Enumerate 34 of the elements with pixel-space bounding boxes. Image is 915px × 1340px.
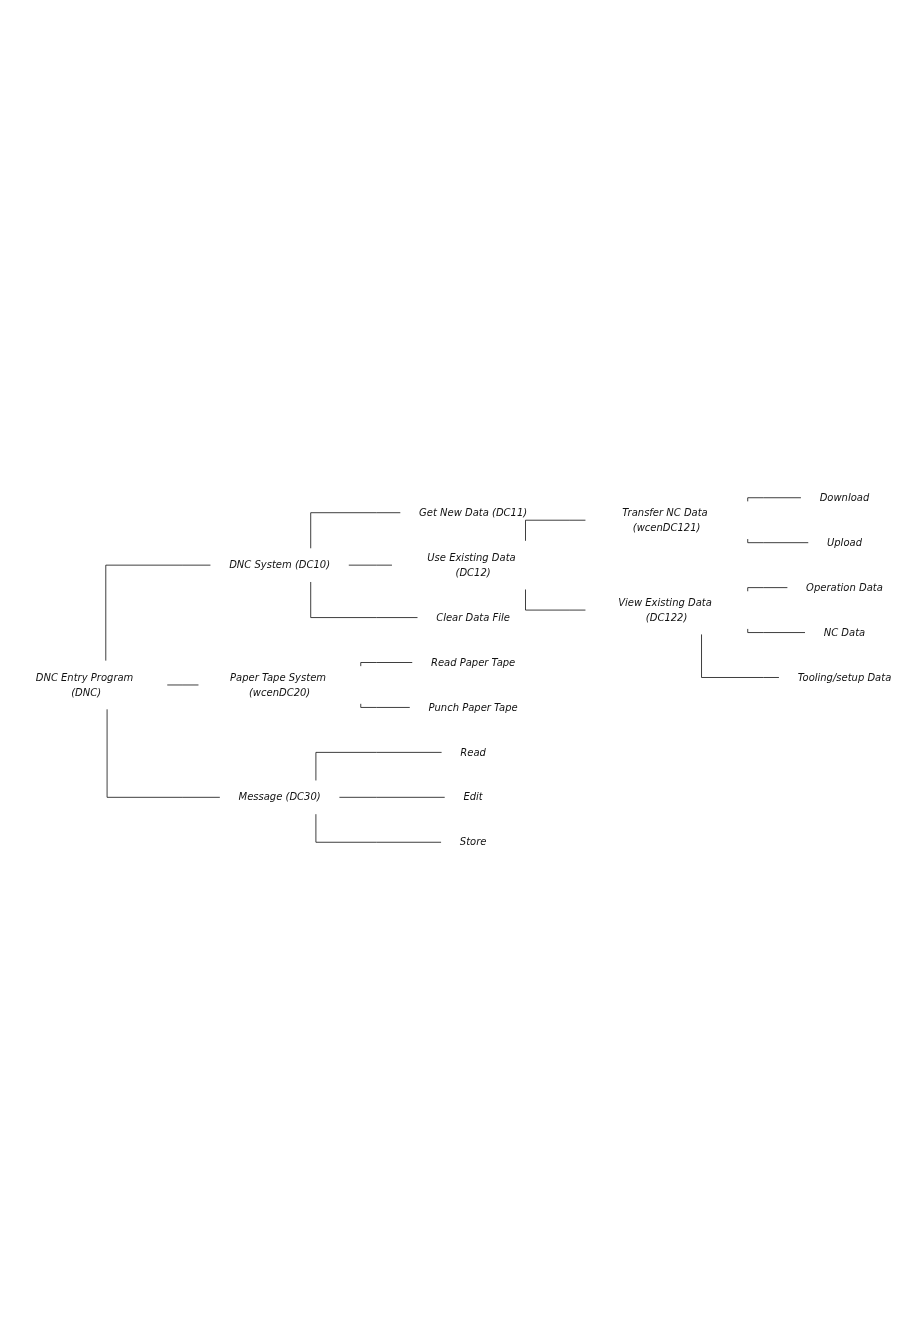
node-text: NC Data (823, 626, 866, 639)
connector (525, 589, 586, 611)
node-text: Store (459, 836, 487, 848)
connector (747, 628, 806, 633)
node-text: Message (DC30) (238, 791, 321, 803)
connector (310, 512, 401, 549)
connector (339, 796, 446, 798)
node-text: View Existing Data (DC122) (618, 596, 712, 624)
node-text: Operation Data (806, 581, 883, 594)
connector (701, 634, 780, 678)
connector (360, 662, 413, 667)
connector (360, 703, 411, 708)
node-text: Use Existing Data (DC12) (427, 551, 516, 579)
node-text: Punch Paper Tape (428, 701, 518, 714)
connector (106, 708, 221, 798)
node-text: DNC System (DC10) (229, 558, 331, 571)
node-text: Read Paper Tape (430, 656, 516, 669)
connector (747, 497, 802, 502)
connector (747, 538, 809, 544)
node-text: Tooling/setup Data (797, 671, 892, 684)
node-text: Edit (463, 791, 483, 803)
node-text: Upload (826, 536, 862, 549)
node-text: Paper Tape System (wcenDC20) (230, 671, 327, 699)
connector (525, 519, 586, 542)
node-text: Read (460, 746, 486, 758)
node-text: Clear Data File (436, 611, 510, 624)
connector (747, 587, 788, 592)
connector (315, 813, 442, 843)
connector (315, 752, 442, 781)
node-text: Transfer NC Data (wcenDC121) (622, 506, 708, 534)
node-text: Get New Data (DC11) (419, 506, 528, 519)
node-text: Download (819, 491, 870, 504)
node-text: DNC Entry Program (DNC) (35, 671, 134, 699)
connector (310, 581, 418, 618)
